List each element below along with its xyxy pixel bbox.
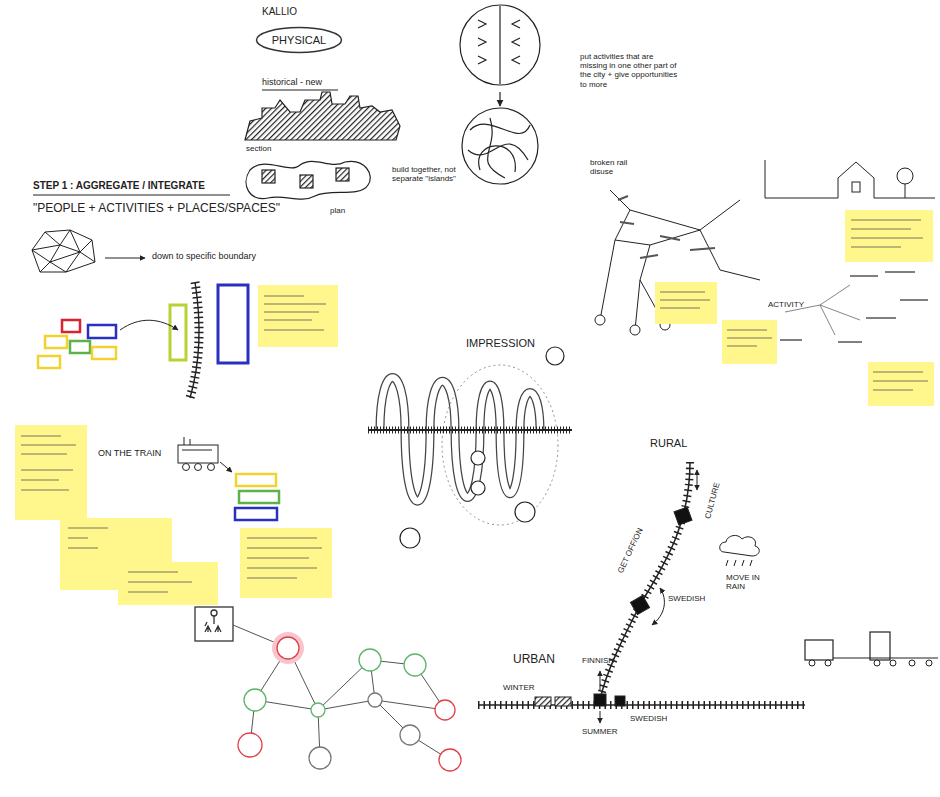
sketch-label: STEP 1 : AGGREGATE / INTEGRATE (33, 180, 205, 192)
node-network (195, 607, 461, 771)
left-sketch (15, 195, 338, 605)
sketch-label: ACTIVITY (768, 300, 804, 309)
rail-sketch (478, 462, 938, 723)
sketch-label: put activities that are missing in one o… (580, 52, 680, 89)
sketch-label: IMPRESSION (466, 337, 535, 350)
sketch-label: "PEOPLE + ACTIVITIES + PLACES/SPACES" (33, 202, 280, 216)
sketch-label: build together, not separate "islands" (392, 165, 472, 183)
sketch-label: KALLIO (262, 6, 297, 18)
sketch-label: historical - new (262, 77, 322, 87)
sketch-ellipse: PHYSICAL (255, 26, 343, 54)
sketch-label: WINTER (503, 683, 535, 692)
sketch-label: section (246, 144, 271, 153)
sketch-label: down to specific boundary (152, 251, 256, 261)
node-text: PHYSICAL (272, 34, 326, 46)
sketch-label: SUMMER (582, 727, 618, 736)
top-sketch (245, 5, 540, 199)
sketch-label: ON THE TRAIN (98, 448, 161, 458)
sketch-label: FINNISH (582, 656, 614, 665)
sketch-label: plan (330, 206, 345, 215)
sketch-label: SWEDISH (668, 594, 705, 603)
sketch-label: RURAL (650, 437, 687, 450)
sketch-label: MOVE IN RAIN (726, 573, 772, 591)
sketch-label: broken rail disuse (590, 158, 652, 176)
sketch-label: SWEDISH (630, 714, 667, 723)
sketch-label: CULTURE (703, 481, 721, 519)
sketch-label: GET OFF/ON (615, 526, 644, 574)
impression-sketch (368, 347, 572, 548)
network-scribble (595, 160, 935, 406)
sketch-label: URBAN (513, 653, 555, 667)
